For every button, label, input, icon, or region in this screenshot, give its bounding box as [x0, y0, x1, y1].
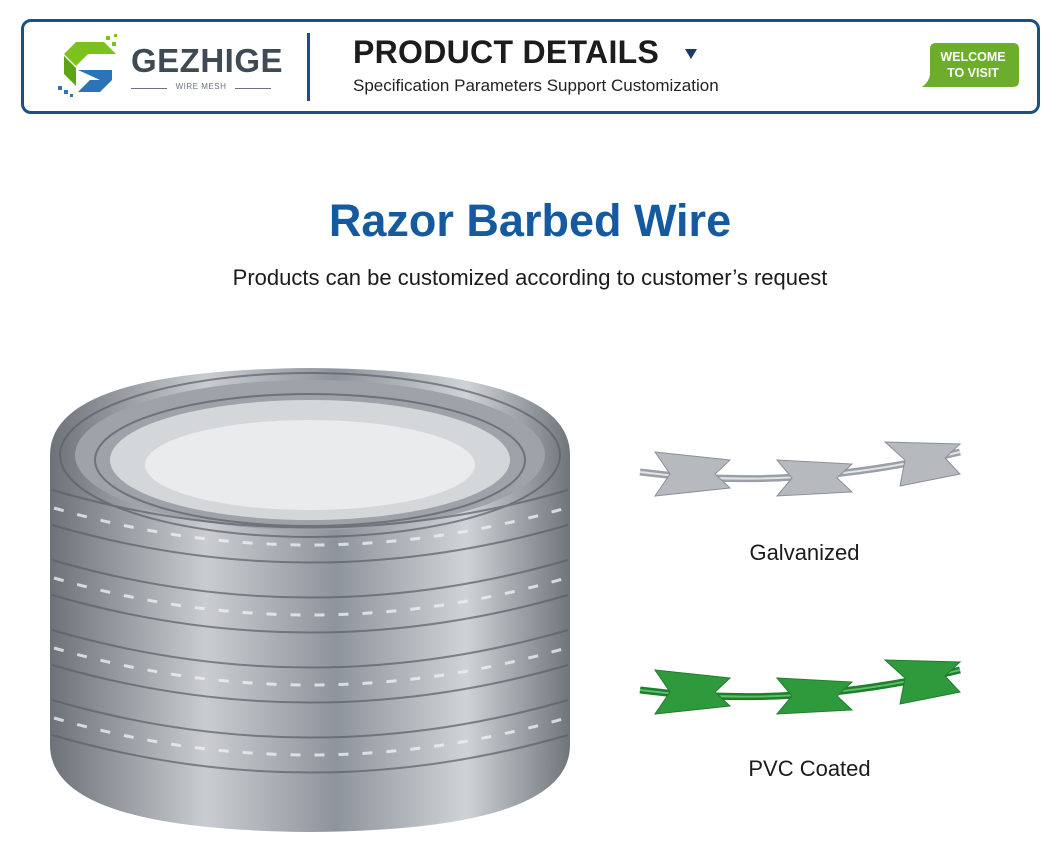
welcome-badge[interactable]: WELCOME TO VISIT	[922, 41, 1021, 91]
header-banner: GEZHIGE WIRE MESH PRODUCT DETAILS Specif…	[21, 19, 1040, 114]
galvanized-strip-image	[639, 441, 962, 497]
brand-name: GEZHIGE	[131, 42, 284, 79]
speech-bubble-icon	[922, 43, 1019, 87]
header-divider	[307, 33, 310, 101]
caret-down-icon	[685, 49, 697, 59]
welcome-line-2: TO VISIT	[947, 66, 999, 80]
brand-sub-text: WIRE MESH	[175, 82, 227, 91]
logo-mark-icon	[58, 34, 117, 97]
brand-logo[interactable]: GEZHIGE WIRE MESH	[54, 34, 283, 100]
tagline-rule-right	[235, 88, 271, 89]
pvc-coated-strip-image	[639, 659, 962, 715]
welcome-text: WELCOME TO VISIT	[930, 49, 1016, 81]
razor-wire-coil-image	[50, 368, 570, 832]
product-title: Razor Barbed Wire	[328, 195, 732, 246]
section-subtitle: Specification Parameters Support Customi…	[353, 76, 719, 95]
variant-label-galvanized: Galvanized	[749, 540, 860, 565]
brand-tagline: WIRE MESH	[131, 82, 271, 94]
tagline-rule-left	[131, 88, 167, 89]
product-subtitle: Products can be customized according to …	[232, 265, 828, 290]
variant-label-pvc-coated: PVC Coated	[748, 756, 871, 781]
welcome-line-1: WELCOME	[940, 50, 1006, 64]
section-title: PRODUCT DETAILS	[353, 34, 660, 70]
